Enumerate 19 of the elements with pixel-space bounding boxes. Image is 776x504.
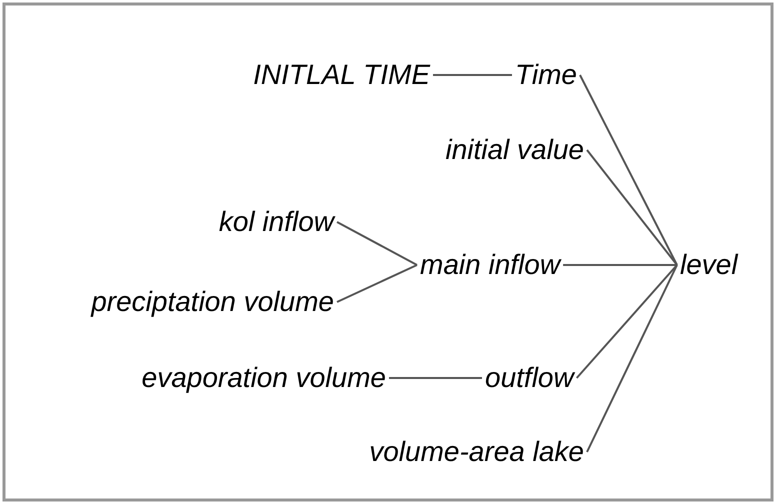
variable-label: evaporation volume <box>142 362 386 394</box>
variable-label: INITLAL TIME <box>253 59 430 91</box>
connector-line <box>433 74 512 76</box>
variable-label: initial value <box>445 134 584 166</box>
connector-line <box>586 149 678 266</box>
variable-label: level <box>680 249 738 281</box>
connector-line <box>336 264 418 303</box>
variable-label: main inflow <box>420 249 560 281</box>
connector-line <box>579 74 678 266</box>
variable-label: Time <box>515 59 577 91</box>
connector-line <box>563 264 677 266</box>
connector-line <box>576 264 678 379</box>
variable-label: outflow <box>485 362 574 394</box>
connector-line <box>586 264 678 452</box>
variable-label: preciptation volume <box>91 286 334 318</box>
variable-label: volume-area lake <box>369 436 584 468</box>
connector-line <box>336 221 418 266</box>
variable-label: kol inflow <box>218 206 334 238</box>
connector-line <box>389 377 482 379</box>
